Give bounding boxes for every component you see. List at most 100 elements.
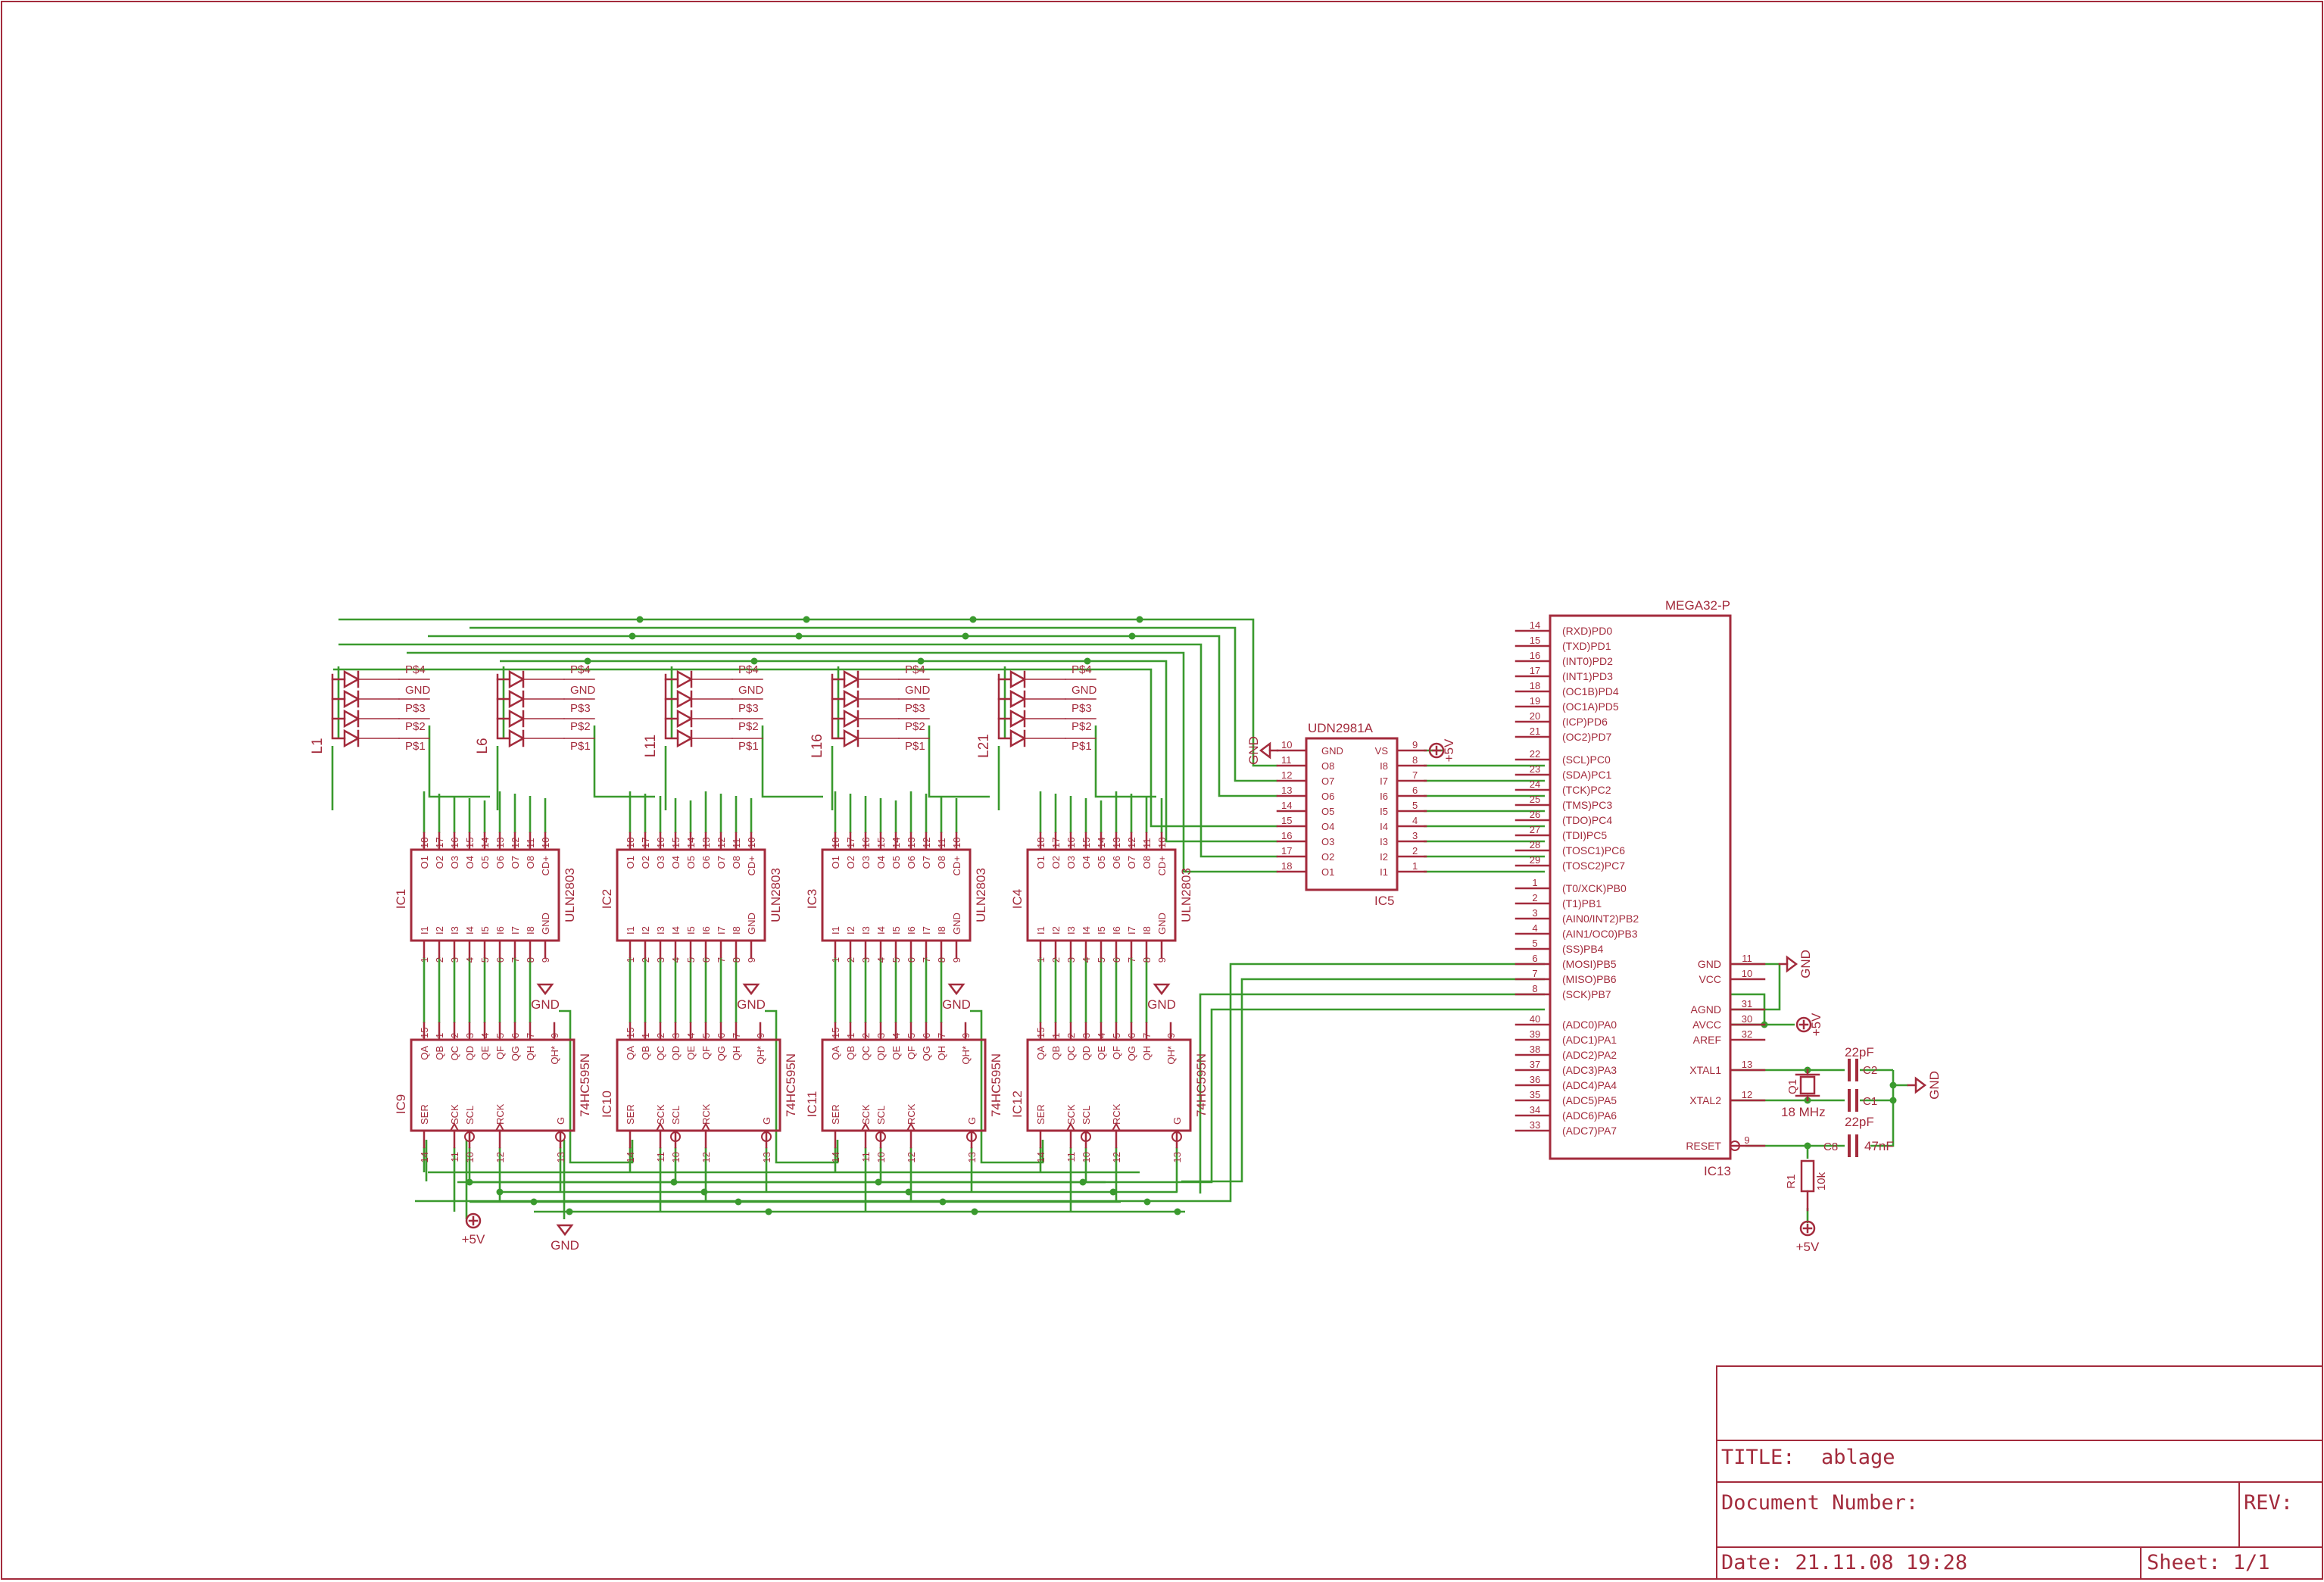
pin-label: QB [640,1046,651,1060]
pin-label: GND [1321,745,1343,757]
net-wire-o7 [469,626,1277,782]
pin-label: QH* [755,1046,766,1065]
pin-number: 2 [1065,1033,1077,1038]
pin-number: 10 [1742,968,1752,979]
supply-ring [1795,1016,1812,1033]
pin-number: 1 [845,1033,856,1038]
pin-label: CD+ [540,856,551,875]
net-wire-o1 [407,651,1277,873]
pin-label: (SCK)PB7 [1562,988,1611,1000]
pin-label: SCK [860,1104,872,1125]
pin-label: QH [1141,1046,1153,1061]
pin-number: 15 [625,1028,636,1038]
pin-label: (INT0)PD2 [1562,655,1613,667]
pin-label: I6 [700,926,712,935]
pin-label: I2 [1050,926,1062,935]
net-junction [735,1198,742,1206]
ic-ref: IC4 [1010,889,1025,909]
pin-label: O8 [1321,760,1334,772]
pin-number: 38 [1530,1044,1540,1055]
pin-number: 1 [419,957,430,963]
shift-register-ic9: 15QA1QB2QC3QD4QE5QF6QG7QH9QH*14SER11SCK1… [394,1022,592,1162]
shift-register-ic11: 15QA1QB2QC3QD4QE5QF6QG7QH9QH*14SER11SCK1… [805,1022,1003,1162]
net-wire-serial [970,1009,1044,1164]
led-diode [843,729,860,748]
revision-label: REV: [2244,1491,2293,1515]
pin-label: O7 [921,856,932,869]
pin-number: 16 [1065,838,1077,848]
pin-number: 4 [479,1033,491,1038]
pin-number: 11 [525,838,536,849]
pin-label: QD [875,1046,887,1061]
pin-number: 24 [1530,779,1540,790]
pin-label: AREF [1693,1034,1721,1046]
pin-label: I1 [419,926,430,935]
pin-label: I2 [640,926,651,935]
pin-number: 1 [625,957,636,963]
pin-label: I6 [906,926,917,935]
pin-label: I6 [1380,791,1388,802]
pin-number: 20 [1530,710,1540,722]
supply-label: +5V [1796,1240,1820,1254]
led-diode [1009,729,1027,748]
net-junction [530,1198,538,1206]
pin-number: 3 [1065,957,1077,963]
pin-label: G [1171,1117,1183,1125]
led-diode [343,689,360,709]
led-pad-label: P$2 [405,720,426,733]
led-diode [676,729,694,748]
pin-number: 4 [1412,815,1418,826]
led-diode [1009,689,1027,709]
pin-number: 1 [1412,860,1418,872]
pin-label: O1 [625,856,636,869]
led-pad-label: P$3 [905,702,925,715]
pin-label: O6 [1321,791,1334,802]
pin-number: 5 [479,957,491,963]
led-pad-label: P$1 [1072,740,1092,753]
led-pad-label: P$4 [1072,663,1092,676]
led-diode [843,709,860,729]
pin-label: QH* [1165,1046,1177,1065]
pin-label: O8 [1141,856,1153,869]
pin-number: 10 [1281,739,1292,750]
pin-number: 9 [1165,1033,1177,1038]
pin-number: 13 [966,1152,978,1162]
led-ref: L6 [475,738,491,754]
net-junction [962,632,969,640]
pin-label: O2 [434,856,445,869]
supply-label: +5V [462,1232,485,1247]
pin-label: GND [540,913,551,935]
pin-label: RCK [494,1103,506,1125]
pin-label: SCL [464,1106,476,1125]
pin-label: I7 [1126,926,1137,935]
pin-label: (ADC3)PA3 [1562,1064,1617,1076]
uln2803-ic1: 181O1I1172O2I2163O3I3154O4I4145O5I5136O6… [394,832,577,963]
pin-number: 5 [494,1033,506,1038]
inversion-bubble [1730,1140,1740,1151]
gnd-label: GND [1147,997,1176,1012]
pin-number: 14 [419,1152,430,1162]
clock-marker [1111,1122,1121,1131]
ic-name: ULN2803 [1179,868,1193,922]
pin-label: O5 [891,856,902,869]
pin-number: 27 [1530,824,1540,835]
net-wire-o6 [428,635,1277,797]
pin-number: 7 [921,957,932,963]
pin-number: 17 [1530,665,1540,676]
pin-number: 9 [1156,957,1168,963]
ic-name: 74HC595N [784,1053,798,1117]
pin-label: O3 [1065,856,1077,869]
pin-number: 18 [1035,838,1047,848]
gnd-symbol-mcu: GND [1778,950,1813,978]
udn2981a-driver: UDN2981AIC510GND11O812O713O614O515O416O3… [1276,721,1427,908]
net-wire-led-row [593,725,655,798]
pin-label: I5 [1096,926,1107,935]
pin-label: I7 [510,926,521,935]
pin-label: (ADC7)PA7 [1562,1125,1617,1137]
ic-name: UDN2981A [1308,721,1374,735]
led-pad-label: P$3 [1072,702,1092,715]
pin-label: O5 [685,856,697,869]
pin-number: 14 [1281,800,1292,811]
